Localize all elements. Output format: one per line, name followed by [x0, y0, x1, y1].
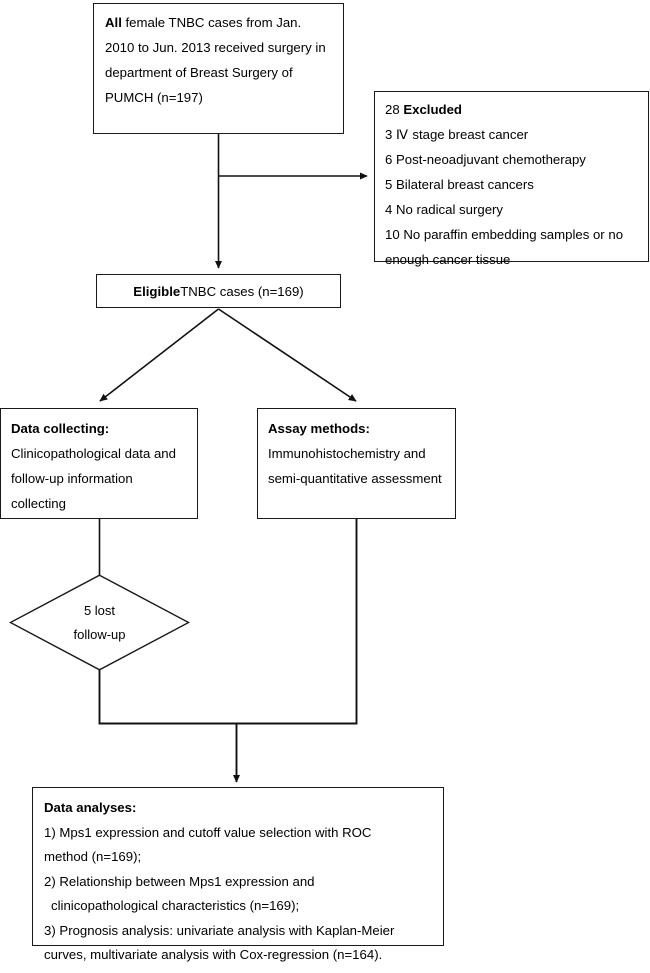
excluded-item: 4 No radical surgery [385, 197, 640, 222]
diamond-shape-icon [9, 574, 190, 671]
data-analyses-item-cont: curves, multivariate analysis with Cox-r… [44, 947, 383, 962]
data-collecting-heading: Data collecting: [11, 421, 110, 436]
lost-followup-line2: follow-up [73, 626, 126, 642]
data-analyses-item-marker: 3) [44, 922, 56, 938]
node-excluded: 28 Excluded 3 Ⅳ stage breast cancer 6 Po… [374, 91, 649, 267]
data-analyses-item: 3) Prognosis analysis: univariate analys… [44, 919, 433, 944]
excluded-item: 3 Ⅳ stage breast cancer [385, 122, 640, 147]
enrolled-text: female TNBC cases from Jan. 2010 to Jun.… [105, 15, 326, 105]
data-analyses-item: 2) Relationship between Mps1 expression … [44, 870, 433, 895]
edge-eligible-to-data-collecting [99, 308, 219, 402]
data-analyses-item: 1) Mps1 expression and cutoff value sele… [44, 821, 433, 846]
data-analyses-item-cont: method (n=169); [44, 849, 142, 864]
assay-methods-heading: Assay methods: [268, 421, 370, 436]
eligible-bold-lead: Eligible [133, 283, 181, 299]
excluded-item-label: No radical surgery [396, 202, 504, 217]
excluded-label: Excluded [403, 102, 462, 117]
excluded-count: 28 [385, 102, 400, 117]
excluded-item-count: 4 [385, 202, 393, 217]
node-enrolled-cases: All female TNBC cases from Jan. 2010 to … [93, 3, 344, 134]
excluded-item-count: 5 [385, 177, 393, 192]
node-assay-methods: Assay methods: Immunohistochemistry and … [257, 408, 456, 519]
excluded-item-label: No paraffin embedding samples or no enou… [385, 227, 624, 267]
node-eligible-cases: Eligible TNBC cases (n=169) [96, 274, 341, 308]
excluded-item-label: stage breast cancer [412, 127, 529, 142]
data-analyses-item-line1: Prognosis analysis: univariate analysis … [59, 922, 395, 938]
excluded-item-count: 10 [385, 227, 400, 242]
node-data-collecting: Data collecting: Clinicopathological dat… [0, 408, 198, 519]
data-collecting-body: Clinicopathological data and follow-up i… [11, 446, 176, 511]
excluded-item-label: Post-neoadjuvant chemotherapy [396, 152, 586, 167]
roman-numeral-four-icon: Ⅳ [396, 127, 409, 142]
excluded-heading: 28 Excluded [385, 97, 640, 122]
data-analyses-item-line1: Relationship between Mps1 expression and [59, 873, 315, 889]
excluded-item-label: Bilateral breast cancers [396, 177, 534, 192]
data-analyses-item-marker: 2) [44, 873, 56, 889]
data-analyses-heading: Data analyses: [44, 800, 137, 815]
edge-eligible-to-assay-methods [218, 308, 357, 402]
excluded-item-count: 6 [385, 152, 393, 167]
assay-methods-body: Immunohistochemistry and semi-quantitati… [268, 446, 442, 486]
lost-followup-line1: 5 lost [83, 602, 116, 618]
excluded-item: 5 Bilateral breast cancers [385, 172, 640, 197]
excluded-item-count: 3 [385, 127, 393, 142]
excluded-item: 10 No paraffin embedding samples or no e… [385, 222, 640, 272]
enrolled-bold-lead: All [105, 15, 122, 30]
data-analyses-item-cont: clinicopathological characteristics (n=1… [51, 898, 300, 913]
node-data-analyses: Data analyses: 1) Mps1 expression and cu… [32, 787, 444, 962]
data-analyses-item-line1: Mps1 expression and cutoff value selecti… [59, 824, 372, 840]
data-analyses-item-marker: 1) [44, 824, 56, 840]
excluded-item: 6 Post-neoadjuvant chemotherapy [385, 147, 640, 172]
node-lost-followup: 5 lost follow-up [9, 574, 190, 671]
eligible-text: TNBC cases (n=169) [180, 283, 304, 299]
